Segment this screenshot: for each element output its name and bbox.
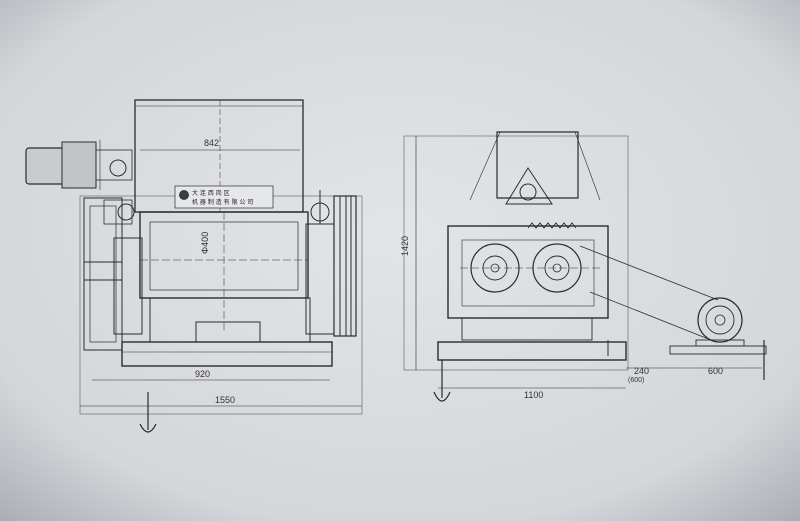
- dim-overall-width: 1550: [215, 395, 235, 405]
- right-flywheel: [333, 195, 357, 337]
- side-view: [403, 131, 767, 402]
- dim-base-length: 1100: [524, 390, 543, 400]
- nameplate-line1: 大 连 西 岗 区: [192, 189, 230, 197]
- dim-motor-offset-alt: (600): [628, 377, 644, 384]
- company-logo-icon: [179, 190, 189, 200]
- dim-inner-width: 920: [195, 369, 210, 379]
- side-base: [437, 341, 627, 361]
- dim-top: 842: [204, 138, 219, 148]
- dim-height: 1420: [400, 236, 410, 256]
- left-pulley: [83, 197, 123, 351]
- nameplate-line2: 机 器 制 造 有 限 公 司: [192, 198, 253, 206]
- dim-roll-dia: Φ400: [200, 232, 210, 254]
- base-frame: [121, 341, 333, 367]
- left-handwheel: [109, 159, 127, 177]
- front-view: [25, 99, 363, 433]
- dim-motor-offset: 240: [634, 366, 649, 376]
- side-motor: [697, 297, 743, 343]
- dim-motor-base: 600: [708, 366, 723, 376]
- nameplate: 大 连 西 岗 区 机 器 制 造 有 限 公 司: [174, 185, 274, 209]
